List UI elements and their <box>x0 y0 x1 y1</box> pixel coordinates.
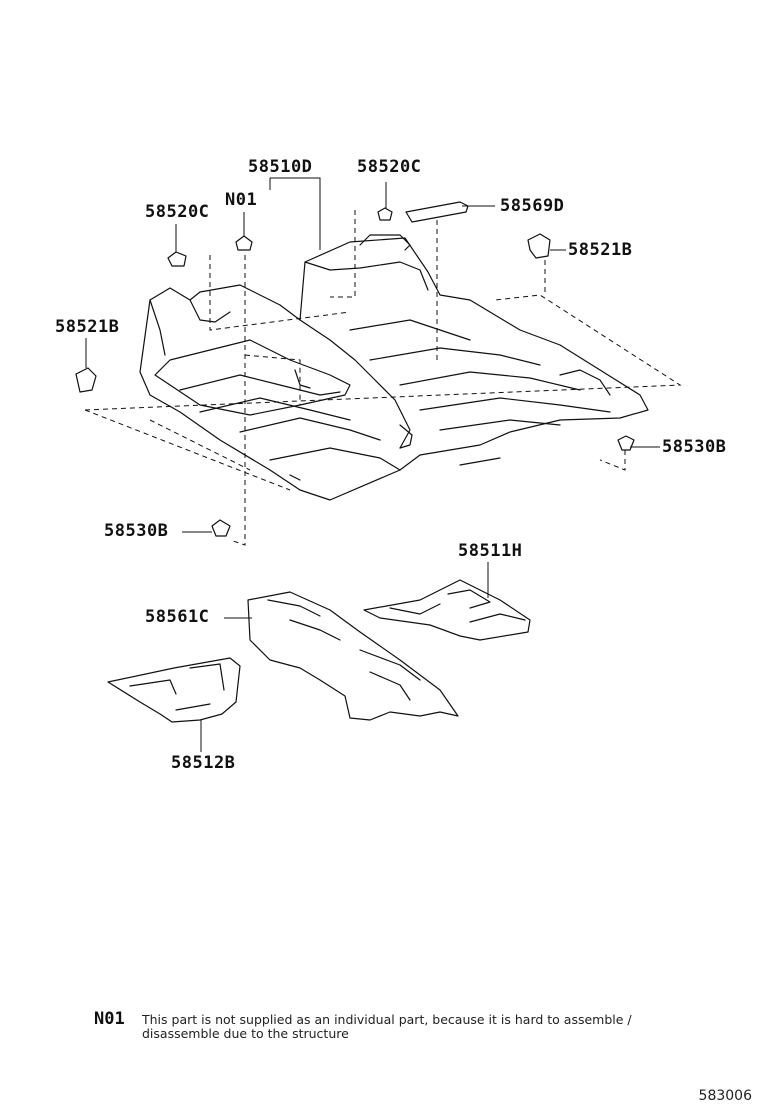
figure-id: 583006 <box>698 1088 752 1104</box>
insulator-58561C <box>247 591 459 721</box>
part-label-58530B-right: 58530B <box>662 437 727 457</box>
part-label-58561C: 58561C <box>145 607 210 627</box>
clip-58530B-left <box>211 519 231 537</box>
clip-58520C-left <box>167 251 187 267</box>
part-label-n01: N01 <box>225 190 258 210</box>
insulator-58511H <box>363 579 531 641</box>
part-label-58520C-left: 58520C <box>145 202 210 222</box>
part-label-58520C-top: 58520C <box>357 157 422 177</box>
part-label-58530B-left: 58530B <box>104 521 169 541</box>
floor-carpet-58510D <box>139 234 649 501</box>
part-label-58569D: 58569D <box>500 196 565 216</box>
note-text: This part is not supplied as an individu… <box>142 1012 632 1041</box>
leader-lines <box>85 177 660 752</box>
part-label-58521B-right: 58521B <box>568 240 633 260</box>
part-label-58510D: 58510D <box>248 157 313 177</box>
part-label-58512B: 58512B <box>171 753 236 773</box>
clip-n01 <box>235 235 253 251</box>
clip-58521B-right <box>527 233 551 259</box>
clip-58520C-top <box>377 207 393 221</box>
insulator-58512B <box>107 657 241 723</box>
clip-58521B-left <box>75 367 97 393</box>
part-label-58511H: 58511H <box>458 541 523 561</box>
note-code: N01 <box>94 1009 125 1029</box>
clip-58530B-right <box>617 435 635 451</box>
part-label-58521B-left: 58521B <box>55 317 120 337</box>
bracket-58569D <box>405 201 469 223</box>
dashed-leaders <box>84 210 682 546</box>
